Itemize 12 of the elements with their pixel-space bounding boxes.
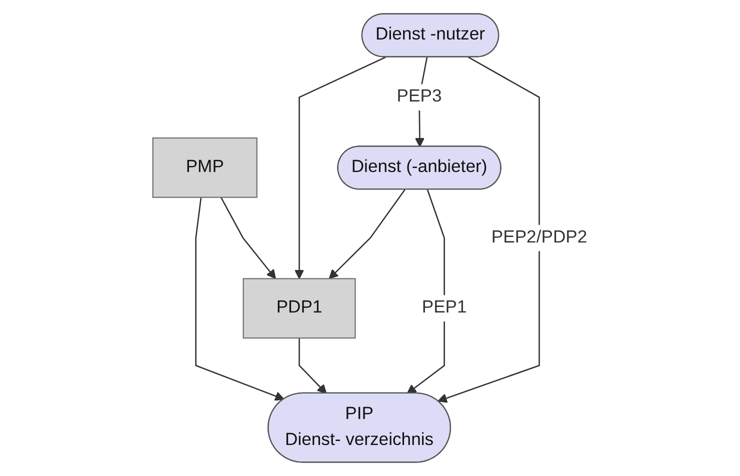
arrow (294, 56, 386, 280)
arrow (406, 189, 445, 394)
node-box: PMP (152, 137, 258, 198)
arrow (220, 197, 276, 280)
edge-label: PEP3 (396, 87, 442, 106)
edge-label: PEP1 (422, 298, 467, 318)
arrow (298, 338, 327, 394)
node-box: PDP1 (242, 278, 356, 339)
arrow (195, 197, 284, 401)
arrow (328, 189, 406, 280)
arrow (438, 56, 540, 403)
edge-label: PEP2/PDP2 (491, 228, 588, 247)
